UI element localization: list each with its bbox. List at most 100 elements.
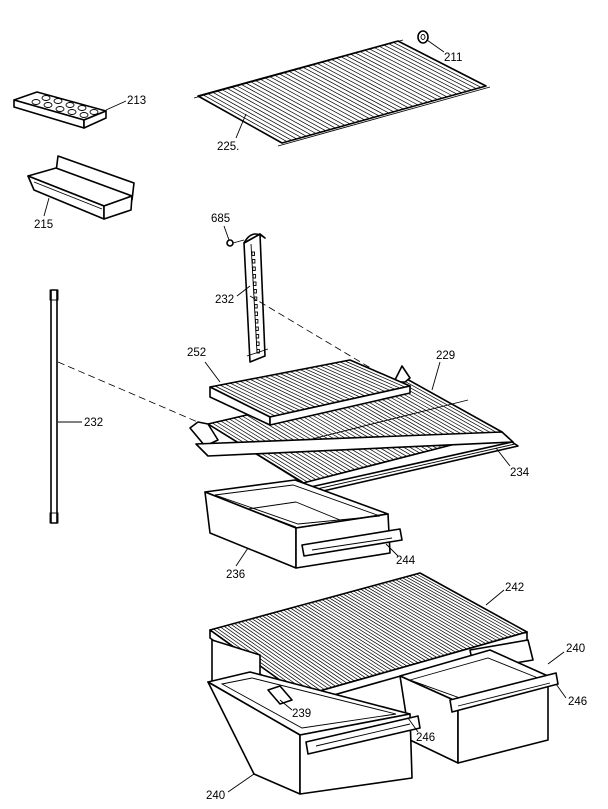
- shelf-wire: [363, 587, 468, 650]
- shelf-wire: [353, 590, 456, 653]
- shelf-wire: [331, 58, 419, 106]
- shelf-wire: [334, 362, 396, 390]
- shelf-wire: [297, 68, 385, 115]
- callout-215: 215: [34, 219, 53, 231]
- shelf-wire: [244, 379, 306, 410]
- rail-slot: [255, 334, 260, 339]
- shelf-wire: [274, 374, 336, 403]
- shelf-wire: [219, 384, 281, 416]
- shelf-wire: [402, 577, 509, 638]
- shelf-wire: [381, 583, 486, 645]
- rail-slot: [254, 319, 259, 324]
- shelf-stop-211: [417, 30, 429, 44]
- shelf-wire: [318, 600, 419, 664]
- rail-slot: [256, 349, 260, 354]
- shelf-wire: [265, 614, 363, 680]
- callout-213: 213: [127, 95, 146, 107]
- shelf-wire: [409, 575, 516, 636]
- door-bin-215: [27, 155, 135, 220]
- shelf-wire: [388, 43, 477, 90]
- shelf-wire: [332, 596, 434, 659]
- shelf-wire: [328, 597, 430, 660]
- rail-slot: [251, 259, 256, 264]
- shelf-wire: [324, 364, 386, 392]
- shelf-wire: [326, 60, 414, 107]
- shelf-wire: [342, 593, 445, 656]
- shelf-wire: [293, 69, 380, 117]
- shelf-wire: [319, 365, 381, 393]
- shelf-wire: [258, 616, 355, 682]
- rail-slot: [252, 266, 256, 271]
- shelf-wire: [304, 368, 366, 397]
- callout-240-right: 240: [566, 643, 585, 655]
- shelf-wire: [284, 372, 346, 401]
- shelf-wire: [227, 625, 322, 691]
- wire-shelf-225: [193, 39, 491, 147]
- shelf-wire: [307, 603, 408, 667]
- callout-244: 244: [396, 555, 416, 567]
- shelf-wire: [370, 585, 475, 648]
- shelf-wire: [349, 591, 453, 654]
- shelf-wire: [374, 47, 462, 94]
- callout-246-mid: 246: [416, 732, 435, 744]
- shelf-wire: [377, 584, 483, 646]
- shelf-wire: [393, 41, 482, 88]
- shelf-wire: [314, 601, 415, 665]
- callout-239: 239: [292, 708, 311, 720]
- shelf-wire: [214, 385, 276, 417]
- shelf-wire: [367, 586, 471, 649]
- drawer-divider-239: [267, 685, 293, 705]
- shelf-wire: [231, 86, 317, 134]
- shelf-wire: [278, 73, 365, 121]
- shelf-wire: [276, 611, 374, 676]
- shelf-wire: [255, 617, 351, 683]
- shelf-wire: [350, 53, 438, 100]
- shelf-wire: [378, 45, 467, 92]
- screw-685: [226, 239, 245, 247]
- shelf-wire: [283, 72, 370, 119]
- crisper-drawer-240-left: [207, 671, 421, 795]
- shelf-wire: [230, 624, 325, 690]
- shelf-wire: [398, 578, 505, 639]
- callout-246-right: 246: [568, 696, 587, 708]
- shelf-wire: [312, 64, 399, 111]
- meat-drawer-236: [204, 479, 403, 569]
- shelf-support-rail-232-left: [49, 289, 59, 524]
- shelf-wire: [416, 573, 524, 634]
- shelf-wire: [340, 56, 428, 103]
- callout-232-upper: 232: [215, 294, 234, 306]
- shelf-wire: [321, 61, 409, 109]
- shelf-wire: [245, 82, 331, 130]
- shelf-wire: [316, 62, 404, 110]
- shelf-wire: [226, 87, 312, 136]
- shelf-wire: [234, 381, 296, 412]
- shelf-wire: [395, 579, 501, 640]
- shelf-wire: [244, 620, 340, 686]
- shelf-wire: [346, 592, 449, 655]
- shelf-wire: [335, 595, 438, 658]
- shelf-wire: [221, 89, 307, 137]
- shelf-wire: [212, 91, 297, 140]
- shelf-wire: [283, 609, 381, 674]
- shelf-wire: [290, 607, 389, 672]
- egg-tray-213: [13, 91, 107, 129]
- shelf-wire: [384, 582, 490, 644]
- shelf-wire: [223, 625, 318, 692]
- shelf-wire: [307, 65, 394, 113]
- shelf-wire: [412, 574, 520, 635]
- shelf-wire: [311, 602, 411, 666]
- callouts: 211 213 225. 215 685 232 232 252 229 234…: [34, 39, 587, 802]
- shelf-wire: [272, 612, 370, 678]
- rail-slot: [251, 251, 255, 256]
- shelf-wire: [325, 598, 426, 662]
- shelf-wire: [216, 90, 302, 138]
- shelf-wire: [262, 615, 359, 681]
- callout-229: 229: [436, 350, 455, 362]
- shelf-wire: [279, 373, 341, 402]
- rail-slot: [254, 304, 258, 309]
- shelf-wire: [239, 380, 301, 411]
- rail-slot: [252, 274, 257, 279]
- shelf-wire: [237, 622, 333, 688]
- shelf-wire: [234, 623, 329, 689]
- shelf-wire: [383, 44, 472, 91]
